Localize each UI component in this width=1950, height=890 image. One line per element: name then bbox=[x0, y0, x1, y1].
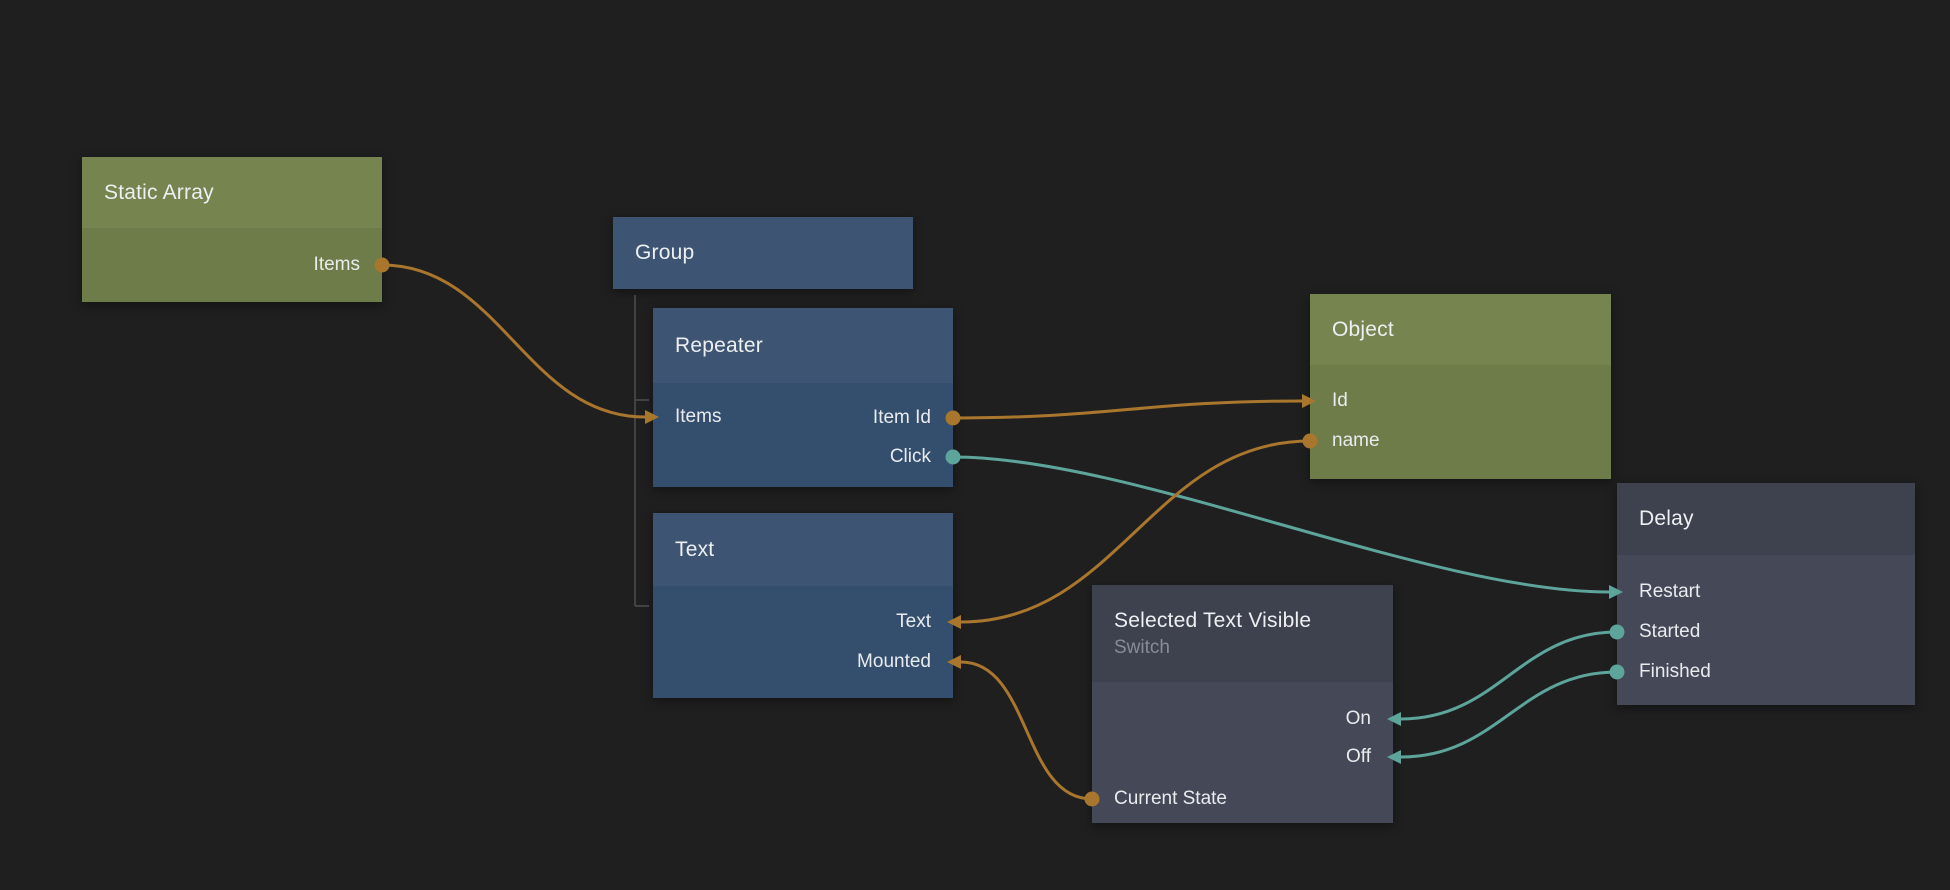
port-repeater-item-id[interactable]: Item Id bbox=[872, 407, 931, 428]
node-title-group: Group bbox=[635, 241, 695, 264]
port-object-name[interactable]: name bbox=[1332, 430, 1380, 451]
node-title-text: Text bbox=[675, 537, 715, 561]
node-title-repeater: Repeater bbox=[675, 333, 763, 357]
node-title-static-array: Static Array bbox=[104, 180, 214, 204]
node-title-delay: Delay bbox=[1639, 507, 1694, 530]
port-switch-current-state[interactable]: Current State bbox=[1114, 788, 1227, 809]
hierarchy-connector-line bbox=[634, 295, 649, 607]
connection-delay-started-to-switch-on[interactable] bbox=[1387, 624, 1625, 727]
port-switch-off[interactable]: Off bbox=[1346, 746, 1371, 767]
node-subtitle-switch: Switch bbox=[1114, 636, 1170, 658]
port-delay-started[interactable]: Started bbox=[1639, 621, 1701, 642]
port-static-array-items[interactable]: Items bbox=[313, 254, 360, 275]
port-repeater-items[interactable]: Items bbox=[675, 406, 722, 427]
node-title-object: Object bbox=[1332, 317, 1394, 341]
port-delay-finished[interactable]: Finished bbox=[1639, 661, 1711, 682]
port-delay-restart[interactable]: Restart bbox=[1639, 581, 1701, 602]
connection-wire[interactable] bbox=[960, 660, 1093, 801]
node-header-group[interactable]: Group bbox=[613, 217, 913, 289]
connection-switch-current-state-to-text-mounted[interactable] bbox=[947, 655, 1100, 807]
port-object-id[interactable]: Id bbox=[1332, 390, 1348, 411]
connection-wire[interactable] bbox=[952, 399, 1303, 420]
node-title-switch: Selected Text Visible bbox=[1114, 608, 1312, 632]
connection-delay-finished-to-switch-off[interactable] bbox=[1387, 664, 1625, 765]
node-header-object[interactable]: Object bbox=[1310, 294, 1611, 365]
node-header-delay[interactable]: Delay bbox=[1617, 483, 1915, 555]
port-text-mounted[interactable]: Mounted bbox=[857, 651, 931, 672]
port-switch-on[interactable]: On bbox=[1345, 708, 1371, 729]
connection-wire[interactable] bbox=[381, 263, 646, 419]
node-header-text[interactable]: Text bbox=[653, 513, 953, 586]
node-header-static-array[interactable]: Static Array bbox=[82, 157, 382, 228]
connection-wire[interactable] bbox=[1400, 630, 1618, 721]
port-repeater-click[interactable]: Click bbox=[889, 446, 931, 467]
port-text-text[interactable]: Text bbox=[896, 611, 931, 632]
node-group[interactable]: Group bbox=[613, 217, 913, 289]
node-header-repeater[interactable]: Repeater bbox=[653, 308, 953, 383]
connection-repeater-item-id-to-object-id[interactable] bbox=[945, 394, 1317, 426]
connection-wire[interactable] bbox=[1400, 670, 1618, 759]
